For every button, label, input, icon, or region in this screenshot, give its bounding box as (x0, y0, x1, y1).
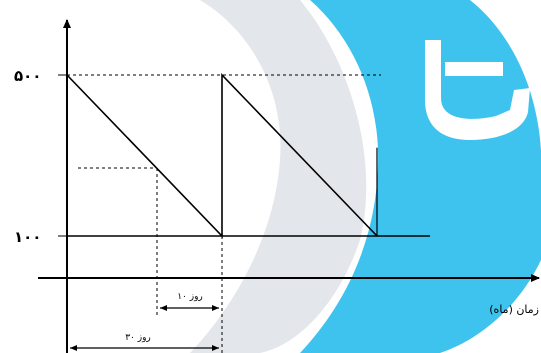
dimension-30-label: ۳۰ روز (125, 333, 151, 343)
watermark-letter-dot (445, 62, 503, 76)
watermark-swoosh (190, 0, 367, 353)
tick-100: ۱۰۰ (14, 228, 41, 246)
watermark-circle (300, 0, 541, 353)
x-axis-label: زمان (ماه) (489, 303, 539, 316)
tick-500: ۵۰۰ (14, 67, 41, 85)
inventory-line (66, 73, 378, 238)
watermark-letter (425, 40, 530, 140)
dimension-10-label: ۱۰ روز (177, 292, 203, 302)
